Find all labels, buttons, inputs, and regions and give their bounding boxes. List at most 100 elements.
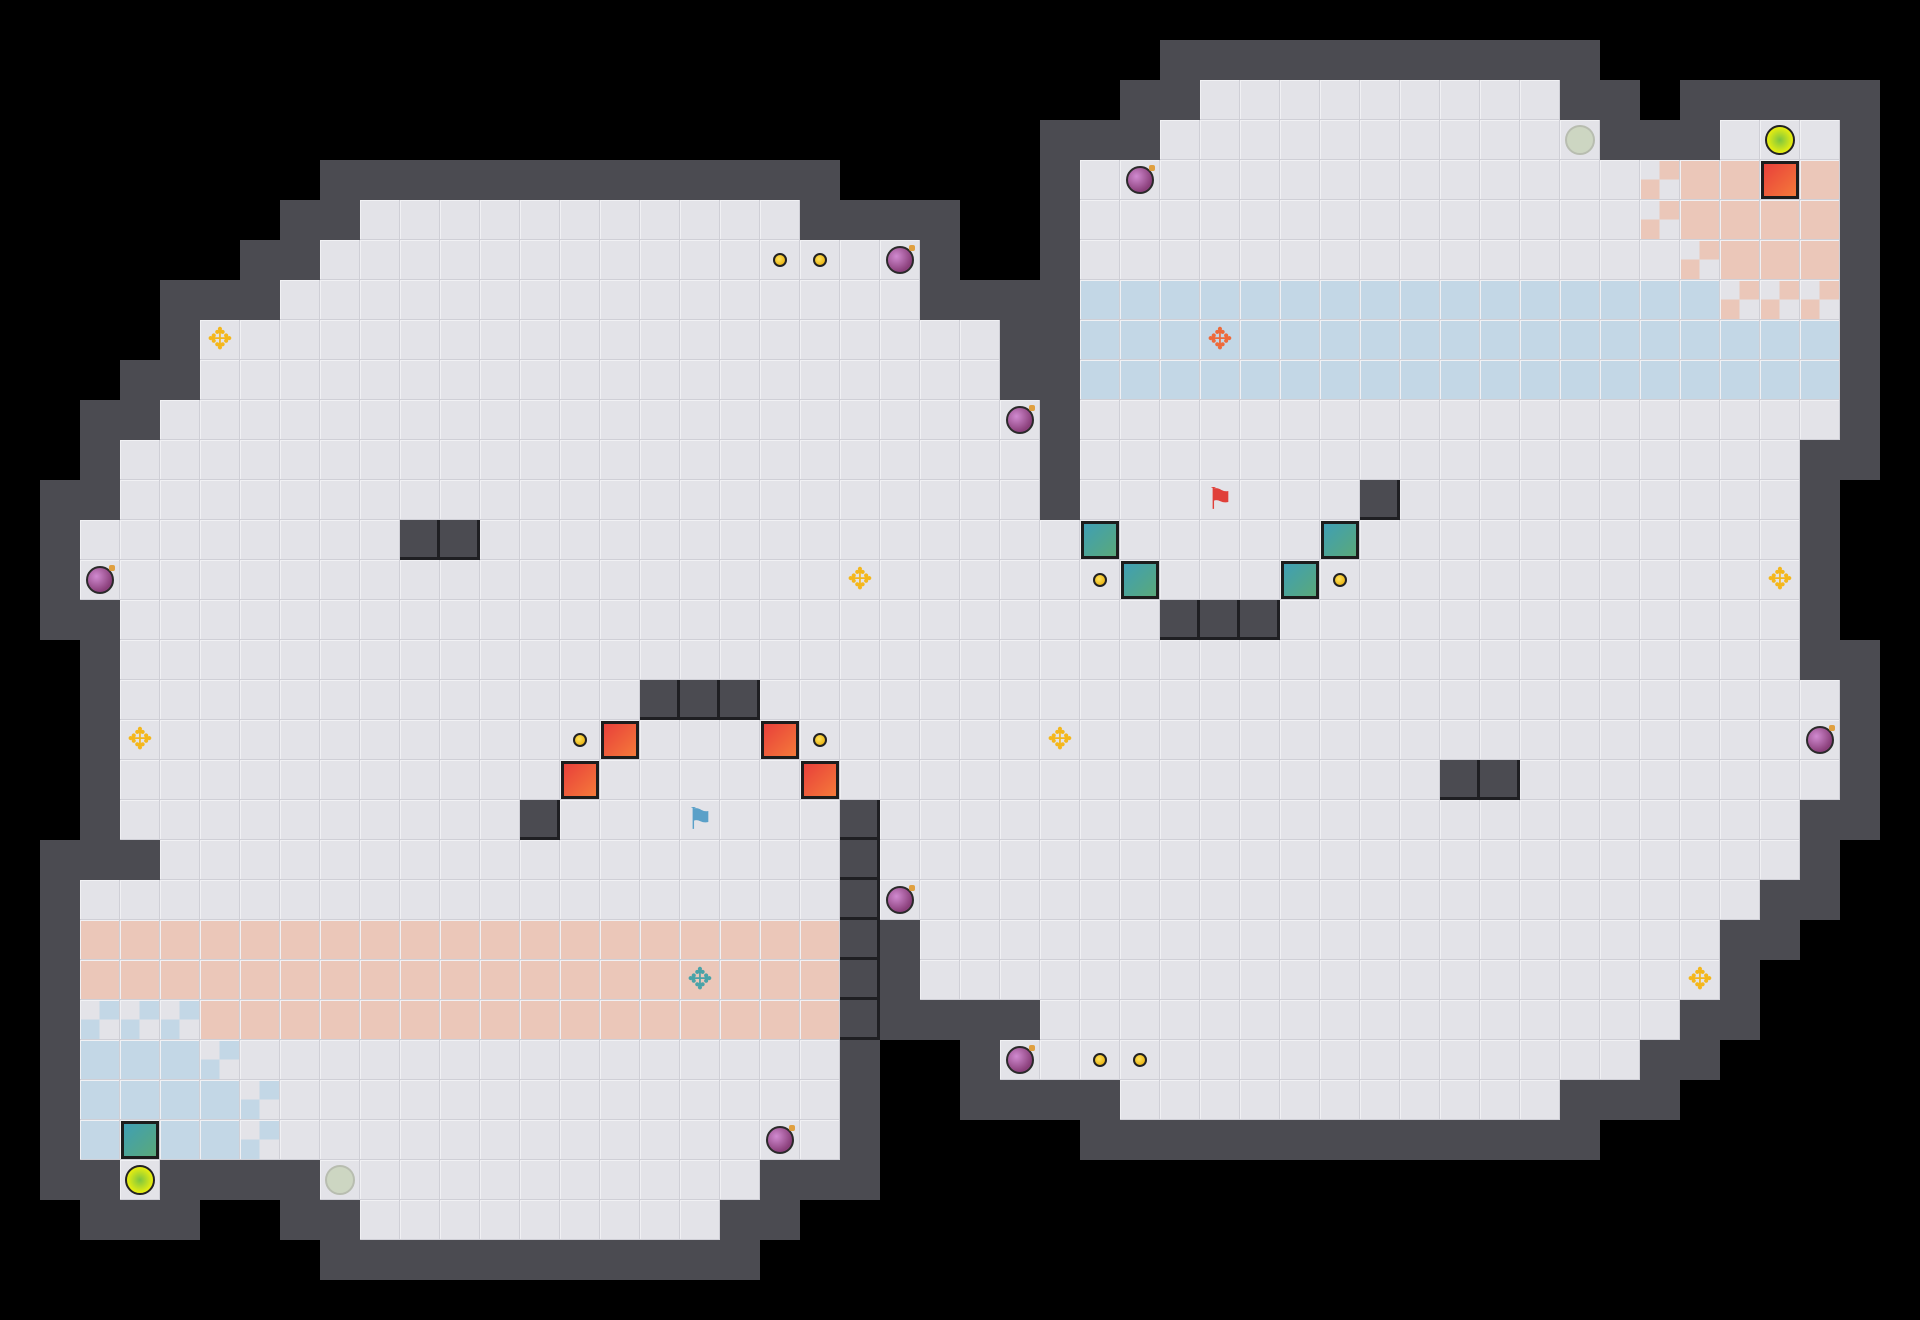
wall-tile [320,160,360,200]
wall-tile [40,1040,80,1080]
floor-tile [1120,880,1160,920]
floor-tile [1480,440,1520,480]
floor-tile [1160,560,1200,600]
floor-tile [880,440,920,480]
floor-tile [760,880,800,920]
red-zone-tile [1680,160,1720,200]
wall-tile [1840,760,1880,800]
blue-zone-tile [1680,320,1720,360]
wall-tile [760,1200,800,1240]
blue-zone-tile [1720,320,1760,360]
floor-tile [280,480,320,520]
floor-tile [1560,240,1600,280]
wall-tile [1840,640,1880,680]
floor-tile [1400,120,1440,160]
floor-tile [1160,400,1200,440]
red-zone-tile [720,920,760,960]
floor-tile [280,1120,320,1160]
floor-tile [440,760,480,800]
floor-tile [1080,800,1120,840]
floor-tile [480,1040,520,1080]
wall-tile [320,1200,360,1240]
floor-tile [720,1120,760,1160]
floor-tile [840,640,880,680]
floor-tile [440,1040,480,1080]
blue-zone-tile [1600,360,1640,400]
floor-tile [1520,80,1560,120]
inactive-ball-icon [1565,125,1595,155]
floor-tile [1600,440,1640,480]
blue-zone-tile [1800,320,1840,360]
floor-tile [440,880,480,920]
floor-tile [1200,200,1240,240]
floor-tile [440,840,480,880]
wall-tile [1840,320,1880,360]
wall-tile [1360,480,1400,520]
boost-arrows-icon: ✥ [847,562,873,597]
floor-tile [120,800,160,840]
floor-tile [680,520,720,560]
floor-tile [1240,200,1280,240]
floor-tile [520,840,560,880]
blue-flag-icon: ⚑ [686,802,714,837]
wall-tile [80,1160,120,1200]
wall-tile [760,1160,800,1200]
floor-tile [480,520,520,560]
floor-tile [600,1160,640,1200]
floor-tile [1400,880,1440,920]
floor-tile [920,320,960,360]
red-zone-tile [240,920,280,960]
wall-tile [520,800,560,840]
floor-tile [800,840,840,880]
floor-tile [1800,680,1840,720]
floor-tile [960,560,1000,600]
floor-tile [960,880,1000,920]
floor-tile [320,480,360,520]
blue-zone-tile [1760,320,1800,360]
floor-tile [640,520,680,560]
floor-tile [1400,480,1440,520]
floor-tile [1720,800,1760,840]
red-zone-tile [760,1000,800,1040]
floor-tile [880,480,920,520]
red-zone-tile [800,960,840,1000]
floor-tile [1680,920,1720,960]
floor-tile [640,1040,680,1080]
floor-tile [320,400,360,440]
floor-tile [960,760,1000,800]
red-zone-tile [240,1000,280,1040]
floor-tile [1200,1000,1240,1040]
floor-tile [560,1120,600,1160]
floor-tile [600,1200,640,1240]
floor-tile [480,880,520,920]
floor-tile [560,280,600,320]
floor-tile [1680,640,1720,680]
floor-tile [600,520,640,560]
floor-tile [1600,840,1640,880]
floor-tile [520,480,560,520]
floor-tile [560,440,600,480]
blue-zone-edge-tile [80,1000,120,1040]
floor-tile [1680,680,1720,720]
floor-tile [800,1040,840,1080]
floor-tile [1720,680,1760,720]
blue-zone-tile [1160,320,1200,360]
wall-tile [1600,120,1640,160]
floor-tile [1120,400,1160,440]
floor-tile [1320,600,1360,640]
floor-tile [560,560,600,600]
floor-tile [1360,800,1400,840]
floor-tile [1400,560,1440,600]
floor-tile [560,840,600,880]
floor-tile [560,360,600,400]
floor-tile [680,1080,720,1120]
wall-tile [1800,880,1840,920]
wall-tile [1120,120,1160,160]
floor-tile [800,560,840,600]
floor-tile [1760,680,1800,720]
floor-tile [480,800,520,840]
floor-tile [1520,400,1560,440]
floor-tile [1200,160,1240,200]
wall-tile [1720,920,1760,960]
floor-tile [200,520,240,560]
